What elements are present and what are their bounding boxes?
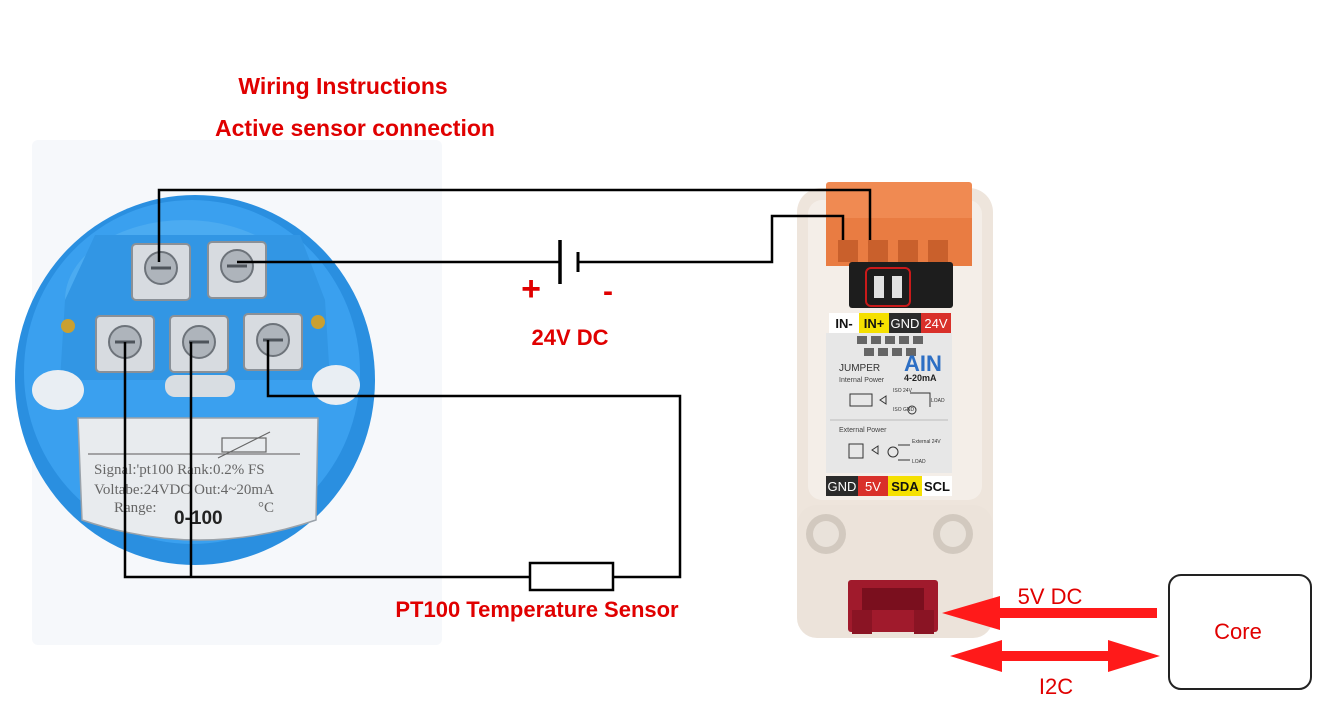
wires [123,188,872,579]
power-label: 24V DC [531,325,608,350]
transmitter-unit: °C [258,500,274,516]
wire-pt100-right [266,340,682,579]
supply-label: 5V DC [1018,584,1083,609]
wire-battery-to-in-minus [578,214,845,264]
i2c-arrow [950,640,1160,672]
module-load: LOAD [931,398,945,404]
pin-5v: 5V [865,479,881,494]
pin-gnd-top: GND [891,316,920,331]
i2c-port [848,580,938,634]
pin-sda: SDA [891,479,919,494]
module-title: AIN [904,351,942,376]
pin-labels-bottom: GND 5V SDA SCL [826,476,952,496]
temperature-transmitter: Signal:'pt100 Rank:0.2% FS Voltabe:24VDC… [15,140,442,645]
pin-in-minus: IN- [835,316,852,331]
pin-labels-top: IN- IN+ GND 24V [829,313,951,333]
battery-plus: + [521,270,541,308]
module-internal-power: Internal Power [839,377,885,384]
module-external-24v: External 24V [912,439,941,445]
transmitter-label-line1: Signal:'pt100 Rank:0.2% FS [94,462,265,478]
sensor-label: PT100 Temperature Sensor [395,597,679,622]
pin-24v: 24V [924,316,947,331]
pt100-resistor [528,561,615,592]
transmitter-range-value: 0-100 [174,508,223,529]
module-iso-24v: ISO 24V [893,388,913,394]
orange-terminal-connector [826,182,972,266]
transmitter-label-line2: Voltabe:24VDC Out:4~20mA [94,482,274,498]
core-box: Core [1168,574,1312,690]
pin-in-plus: IN+ [864,316,885,331]
battery-symbol [558,240,580,284]
transmitter-range-label: Range: [114,500,157,516]
pin-gnd-bottom: GND [828,479,857,494]
page-subtitle: Active sensor connection [215,115,495,141]
ain-module: IN- IN+ GND 24V JUMPER Internal Power AI… [797,182,993,638]
module-jumper: JUMPER [839,363,880,374]
pin-scl: SCL [924,479,950,494]
module-load-2: LOAD [912,459,926,465]
module-external-power: External Power [839,427,887,434]
battery-minus: - [603,275,613,308]
page-title: Wiring Instructions [238,73,447,99]
wire-transmitter-to-in-plus [157,188,872,262]
bus-label: I2C [1039,674,1073,699]
module-subtitle: 4-20mA [904,373,937,383]
core-label: Core [1214,619,1262,644]
wire-pt100-left-a [123,342,530,579]
module-iso-gnd: ISO GND [893,407,915,413]
power-arrow [942,596,1157,630]
